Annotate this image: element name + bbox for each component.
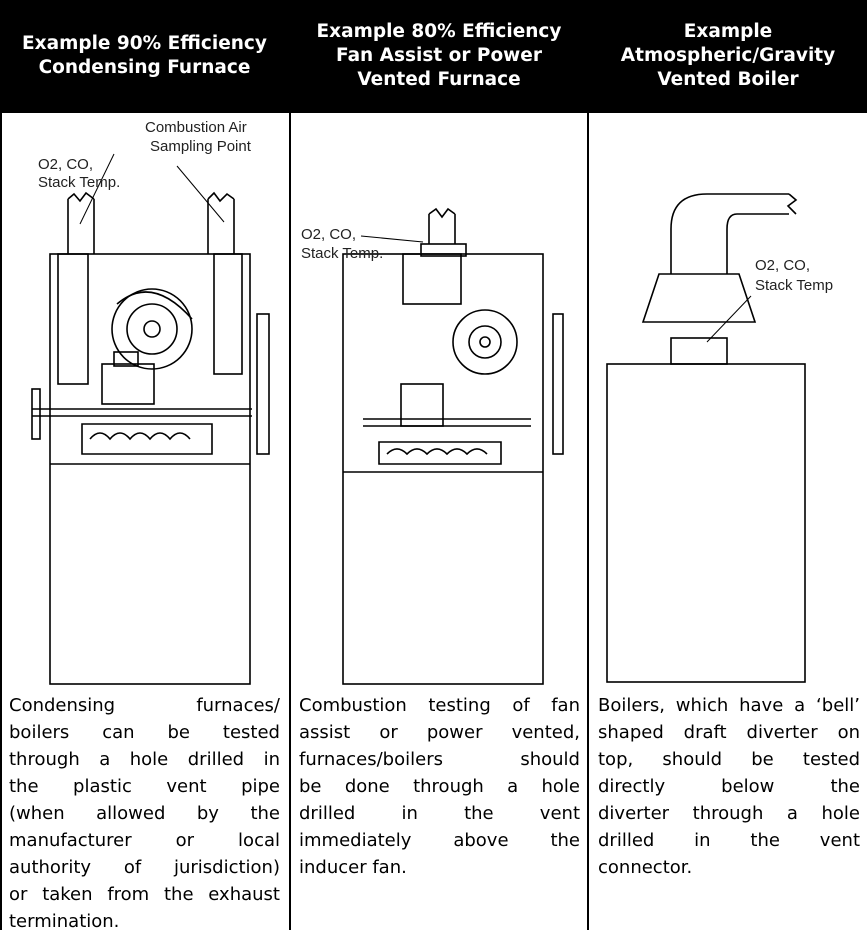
stack-label-line-1: O2, CO, — [38, 156, 93, 173]
header-col-3: Example Atmospheric/Gravity Vented Boile… — [589, 0, 867, 111]
caption-col-1: Condensing furnaces/ boilers can be test… — [9, 692, 280, 935]
caption-line: shaped draft diverter on — [598, 719, 860, 746]
stack-label-line-1: O2, CO, — [301, 226, 356, 243]
caption-line: Condensing furnaces/ — [9, 692, 280, 719]
caption-line: or taken from the exhaust — [9, 881, 280, 908]
header-col-2: Example 80% Efficiency Fan Assist or Pow… — [291, 0, 587, 111]
condensing-furnace-diagram: Combustion Air Sampling Point O2, CO, St… — [2, 114, 289, 686]
header-col-1: Example 90% Efficiency Condensing Furnac… — [0, 0, 289, 111]
header-col-2-line-3: Vented Furnace — [317, 68, 562, 92]
caption-line: Combustion testing of fan — [299, 692, 580, 719]
caption-line: the plastic vent pipe — [9, 773, 280, 800]
caption-line: assist or power vented, — [299, 719, 580, 746]
atmospheric-boiler-diagram: O2, CO, Stack Temp — [589, 114, 867, 686]
caption-line: furnaces/boilers should — [299, 746, 580, 773]
caption-line: manufacturer or local — [9, 827, 280, 854]
stack-label-line-2: Stack Temp — [755, 277, 833, 294]
caption-line: (when allowed by the — [9, 800, 280, 827]
header-col-1-line-1: Example 90% Efficiency — [22, 32, 267, 56]
header-col-1-line-2: Condensing Furnace — [22, 56, 267, 80]
caption-line: boilers can be tested — [9, 719, 280, 746]
sampling-label-line-1: Combustion Air — [145, 119, 247, 136]
caption-col-3: Boilers, which have a ‘bell’ shaped draf… — [598, 692, 860, 881]
stack-label-line-2: Stack Temp. — [38, 174, 120, 191]
caption-line: top, should be tested — [598, 746, 860, 773]
header-col-3-line-3: Vented Boiler — [621, 68, 835, 92]
caption-line: be done through a hole — [299, 773, 580, 800]
caption-line: through a hole drilled in — [9, 746, 280, 773]
caption-line: immediately above the — [299, 827, 580, 854]
caption-line: diverter through a hole — [598, 800, 860, 827]
header-rule — [0, 111, 867, 113]
caption-line: termination. — [9, 908, 280, 935]
stack-label-line-1: O2, CO, — [755, 257, 810, 274]
caption-line: directly below the — [598, 773, 860, 800]
header-col-2-line-1: Example 80% Efficiency — [317, 20, 562, 44]
header-col-2-line-2: Fan Assist or Power — [317, 44, 562, 68]
header-col-3-line-1: Example — [621, 20, 835, 44]
stack-label-line-2: Stack Temp. — [301, 245, 383, 262]
caption-line: drilled in the vent — [299, 800, 580, 827]
caption-line: connector. — [598, 854, 860, 881]
caption-col-2: Combustion testing of fan assist or powe… — [299, 692, 580, 881]
sampling-label-line-2: Sampling Point — [150, 138, 252, 155]
caption-line: Boilers, which have a ‘bell’ — [598, 692, 860, 719]
header-col-3-line-2: Atmospheric/Gravity — [621, 44, 835, 68]
fan-assist-furnace-diagram: O2, CO, Stack Temp. — [291, 114, 587, 686]
caption-line: drilled in the vent — [598, 827, 860, 854]
caption-line: authority of jurisdiction) — [9, 854, 280, 881]
caption-line: inducer fan. — [299, 854, 580, 881]
